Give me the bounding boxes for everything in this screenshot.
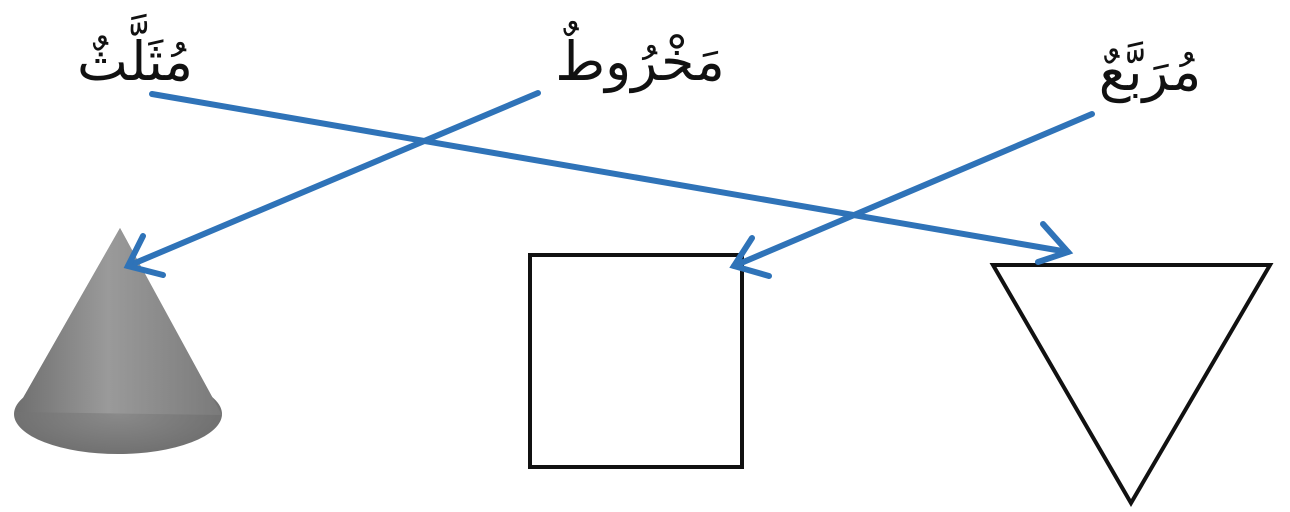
inverted-triangle-shape xyxy=(993,265,1270,503)
arrow-cone-match xyxy=(128,93,538,266)
arrowhead-triangle-icon xyxy=(1038,224,1068,262)
square-shape xyxy=(530,255,742,467)
arrow-triangle-match xyxy=(152,94,1068,252)
cone-shape xyxy=(14,228,222,454)
word-triangle: مُثَلَّثٌ xyxy=(77,13,193,93)
word-cone: مَخْرُوطٌ xyxy=(555,20,725,94)
arrow-square-match xyxy=(734,114,1092,266)
word-square: مُرَبَّعٌ xyxy=(1099,40,1202,104)
